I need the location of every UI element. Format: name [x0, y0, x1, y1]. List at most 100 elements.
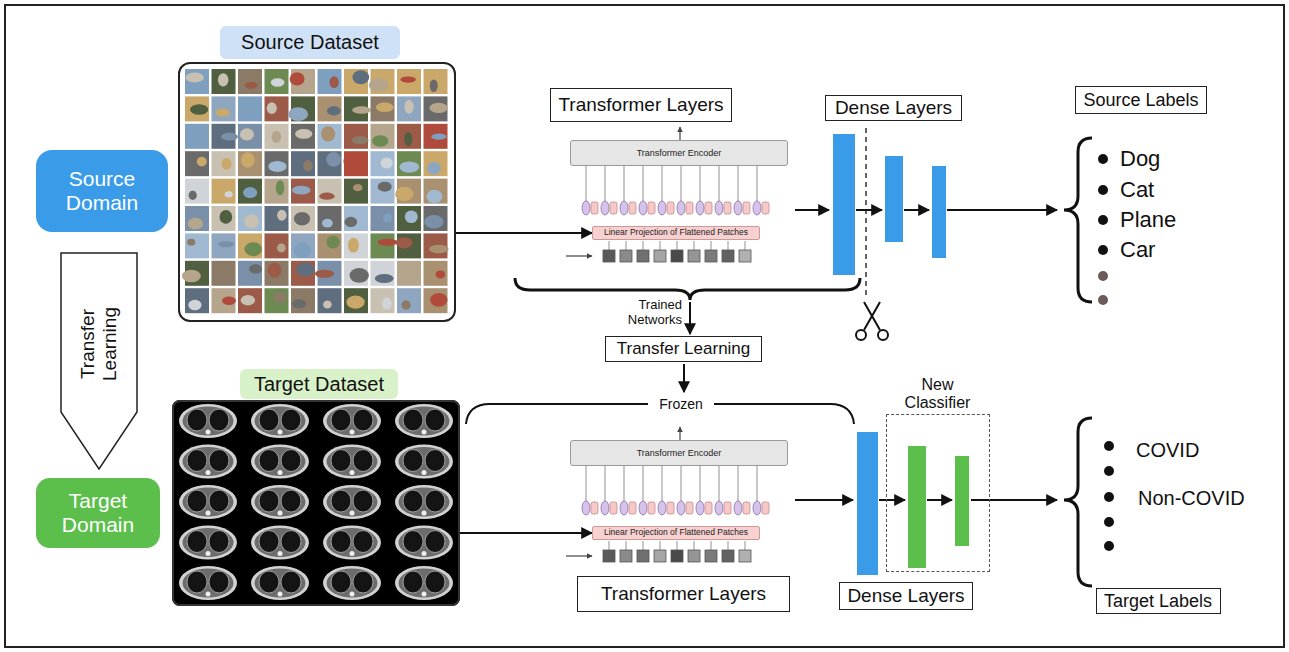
- vit-illustration: [660, 541, 661, 550]
- photo-tile: [238, 124, 262, 149]
- photo-tile: [318, 288, 342, 313]
- ct-slice: [422, 470, 427, 475]
- section-title: Transformer Layers: [601, 583, 766, 605]
- ct-slice: [281, 490, 301, 512]
- vit-illustration: [662, 166, 663, 201]
- vit-illustration: [728, 241, 729, 250]
- list-bullet: [1104, 492, 1114, 502]
- vit-illustration: [643, 166, 644, 201]
- photo-tile: [318, 124, 342, 149]
- photo-tile: [424, 261, 448, 286]
- vit-illustration: [654, 550, 666, 562]
- ct-slice: [422, 551, 427, 556]
- photo-tile: [371, 96, 395, 121]
- vit-illustration: [658, 501, 666, 515]
- ct-slice: [179, 485, 237, 519]
- photo-tile: [185, 96, 209, 121]
- photo-tile: [291, 288, 315, 313]
- photo-tile: [424, 124, 448, 149]
- ct-slice: [281, 571, 301, 593]
- vit-illustration: [624, 466, 625, 501]
- ct-slice: [323, 485, 381, 519]
- photo-tile: [221, 158, 231, 170]
- list-bullet: [1104, 466, 1114, 476]
- vit-illustration: [605, 466, 606, 501]
- ct-slice: [209, 571, 229, 593]
- ct-slice: [251, 445, 309, 479]
- photo-tile: [277, 243, 286, 252]
- cut-line: [865, 128, 867, 298]
- vit-illustration: [603, 550, 615, 562]
- photo-tile: [276, 180, 284, 195]
- ct-slice: [353, 409, 373, 431]
- list-bullet: [1104, 541, 1114, 551]
- photo-tile: [218, 266, 232, 278]
- photo-tile: [326, 152, 341, 167]
- photo-tile: [344, 206, 368, 231]
- photo-tile: [265, 124, 289, 149]
- photo-tile: [295, 129, 312, 139]
- ct-slice: [422, 592, 427, 597]
- photo-tile: [291, 233, 315, 258]
- vit-illustration: [728, 541, 729, 550]
- photo-tile: [238, 206, 262, 231]
- photo-tile: [238, 96, 262, 121]
- vit-illustration: [719, 466, 720, 501]
- photo-tile: [371, 261, 395, 286]
- vit-illustration: [686, 502, 693, 514]
- class-label: Car: [1120, 237, 1155, 263]
- photo-tile: [267, 102, 277, 114]
- vit-illustration: [734, 201, 742, 215]
- ct-slice: [350, 592, 355, 597]
- vit-illustration: [688, 250, 700, 262]
- step-box: Transfer Learning: [605, 336, 762, 362]
- photo-tile: [182, 270, 201, 283]
- ct-slice: [425, 571, 445, 593]
- photo-tile: [318, 233, 342, 258]
- photo-tile: [402, 300, 411, 309]
- list-bullet: [1098, 154, 1108, 164]
- photo-tile: [424, 233, 449, 258]
- dataset-panel: Source Dataset: [178, 62, 456, 322]
- section-title: Source Labels: [1083, 90, 1198, 111]
- photo-tile: [378, 239, 398, 246]
- photo-tile: [346, 296, 364, 309]
- photo-tile: [245, 82, 258, 89]
- photo-tile: [424, 69, 448, 94]
- flow-connector: [456, 232, 592, 234]
- photo-tile: [268, 161, 286, 172]
- photo-tile: [397, 288, 421, 313]
- ct-slice: [179, 404, 237, 438]
- photo-tile: [185, 288, 209, 313]
- photo-tile: [288, 107, 308, 121]
- curly-brace: [1064, 418, 1092, 586]
- vit-illustration: [654, 250, 666, 262]
- section-label: Transformer Layers: [550, 88, 732, 122]
- section-label: Source Labels: [1075, 86, 1207, 114]
- photo-tile: [243, 187, 257, 198]
- photo-tile: [371, 288, 395, 313]
- photo-tile: [265, 233, 289, 258]
- photo-tile: [212, 179, 236, 204]
- bracket-label: Frozen: [655, 396, 707, 412]
- photo-tile: [396, 237, 413, 248]
- vit-illustration: [667, 202, 674, 214]
- photo-tile: [424, 69, 448, 94]
- ct-slice: [323, 566, 381, 600]
- photo-tile: [238, 179, 262, 204]
- photo-tile: [265, 179, 289, 204]
- photo-tile: [350, 268, 369, 283]
- vit-illustration: [757, 466, 758, 501]
- vit-illustration: [681, 166, 682, 201]
- block-label: Transformer Encoder: [637, 148, 722, 158]
- photo-tile: [404, 132, 412, 146]
- photo-tile: [190, 104, 208, 114]
- vit-illustration: [711, 241, 712, 250]
- ct-image-grid: [179, 404, 453, 600]
- arrow-label: Transfer Learning: [77, 289, 121, 399]
- vit-illustration: [601, 201, 609, 215]
- vit-illustration: [662, 466, 663, 501]
- frozen-bracket: [466, 404, 648, 424]
- ct-slice: [331, 450, 351, 472]
- vit-illustration: [603, 250, 615, 262]
